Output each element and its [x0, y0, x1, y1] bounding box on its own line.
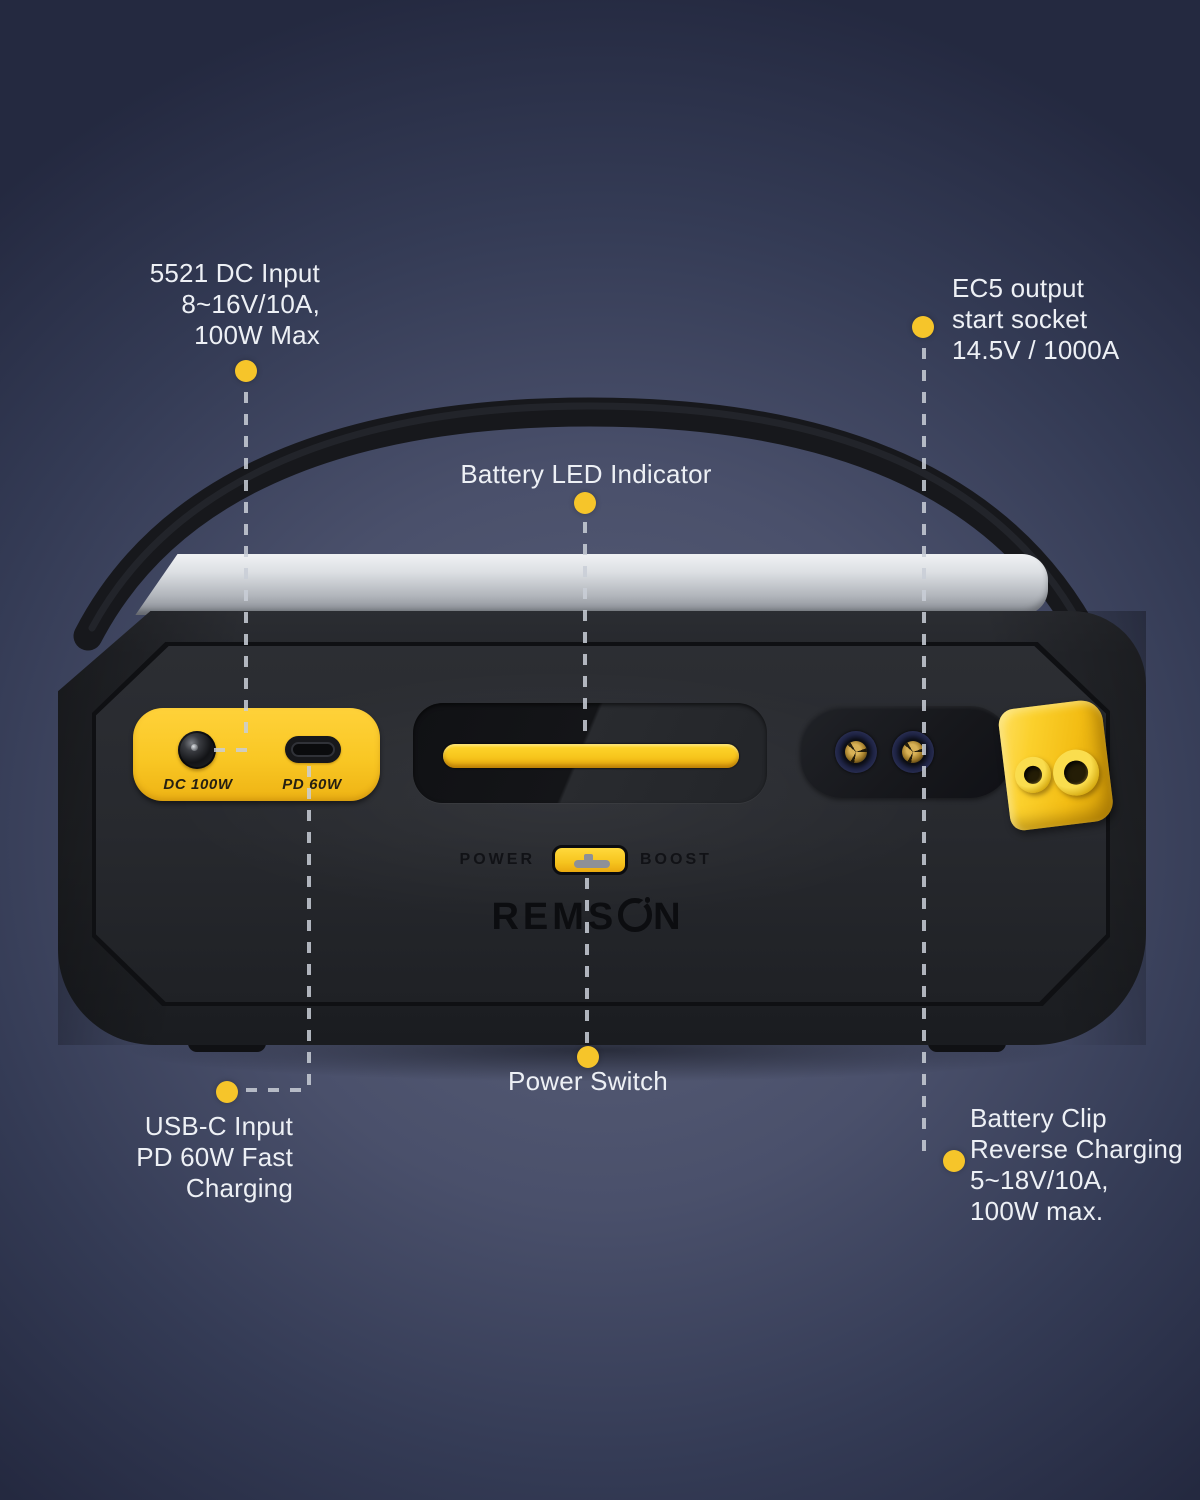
leader-line-power-switch	[585, 878, 589, 1044]
leader-line-dc-input	[244, 392, 248, 740]
brand-logo-o-icon	[618, 897, 652, 932]
ec5-plug-pin-large	[1050, 746, 1102, 799]
dc-port-label: DC 100W	[163, 776, 233, 793]
ec5-plug	[996, 698, 1116, 832]
ec5-plug-bore-large	[1062, 759, 1090, 786]
callout-line: Battery LED Indicator	[460, 459, 712, 489]
callout-dot-usbc	[216, 1081, 238, 1103]
boost-label: BOOST	[640, 851, 712, 868]
callout-line: start socket	[952, 304, 1088, 334]
leader-line-dc-input-elbow	[214, 748, 250, 752]
dc-barrel-jack	[178, 731, 216, 769]
callout-dot-ec5	[912, 316, 934, 338]
callout-dot-battery-led	[574, 492, 596, 514]
brand-logo: REMS N	[438, 896, 738, 939]
callout-line: USB-C Input	[144, 1111, 293, 1141]
callout-line: EC5 output	[952, 273, 1085, 303]
callout-line: 100W max.	[970, 1196, 1104, 1226]
input-ports-panel: DC 100W PD 60W	[133, 708, 380, 801]
battery-led-bar	[443, 744, 739, 768]
callout-dc-input: 5521 DC Input 8~16V/10A, 100W Max	[100, 258, 320, 351]
callout-line: 14.5V / 1000A	[952, 335, 1120, 365]
leader-line-usbc-elbow	[246, 1088, 310, 1092]
callout-line: 5~18V/10A,	[970, 1165, 1109, 1195]
callout-usbc-input: USB-C Input PD 60W Fast Charging	[93, 1111, 293, 1204]
terminal-socket-1	[835, 731, 877, 773]
switch-slider-icon	[574, 854, 610, 868]
leader-line-battery-led	[583, 522, 587, 742]
brand-logo-prefix: REMS	[491, 896, 618, 938]
usbc-port-label: PD 60W	[282, 776, 342, 793]
callout-line: 100W Max	[194, 320, 320, 350]
callout-line: Power Switch	[508, 1066, 668, 1096]
callout-dot-power-switch	[577, 1046, 599, 1068]
ec5-plug-bore-small	[1023, 764, 1044, 785]
terminal-socket-2	[892, 731, 934, 773]
leader-line-usbc	[307, 766, 311, 1088]
usb-c-port	[285, 736, 341, 763]
terminal-contact-1	[845, 741, 867, 763]
callout-line: 5521 DC Input	[149, 258, 320, 288]
ec5-plug-pin-small	[1012, 754, 1054, 795]
callout-line: Battery Clip	[970, 1103, 1107, 1133]
ec5-terminal-panel	[800, 706, 1012, 798]
callout-line: Reverse Charging	[970, 1134, 1183, 1164]
callout-line: Charging	[185, 1173, 293, 1203]
callout-line: 8~16V/10A,	[181, 289, 320, 319]
callout-dot-battery-clip	[943, 1150, 965, 1172]
callout-dot-dc-input	[235, 360, 257, 382]
callout-battery-clip: Battery Clip Reverse Charging 5~18V/10A,…	[970, 1103, 1200, 1227]
brand-logo-suffix: N	[653, 896, 685, 938]
callout-ec5-output: EC5 output start socket 14.5V / 1000A	[952, 273, 1182, 366]
callout-battery-led: Battery LED Indicator	[435, 459, 737, 490]
power-boost-switch	[552, 845, 628, 875]
carry-handle	[73, 397, 1109, 669]
callout-power-switch: Power Switch	[437, 1066, 739, 1097]
callout-line: PD 60W Fast	[136, 1142, 293, 1172]
device-top-face	[135, 554, 1048, 615]
terminal-contact-2	[902, 741, 924, 763]
power-label: POWER	[459, 851, 535, 868]
led-indicator-window	[413, 703, 767, 803]
leader-line-ec5-clip	[922, 348, 926, 1152]
